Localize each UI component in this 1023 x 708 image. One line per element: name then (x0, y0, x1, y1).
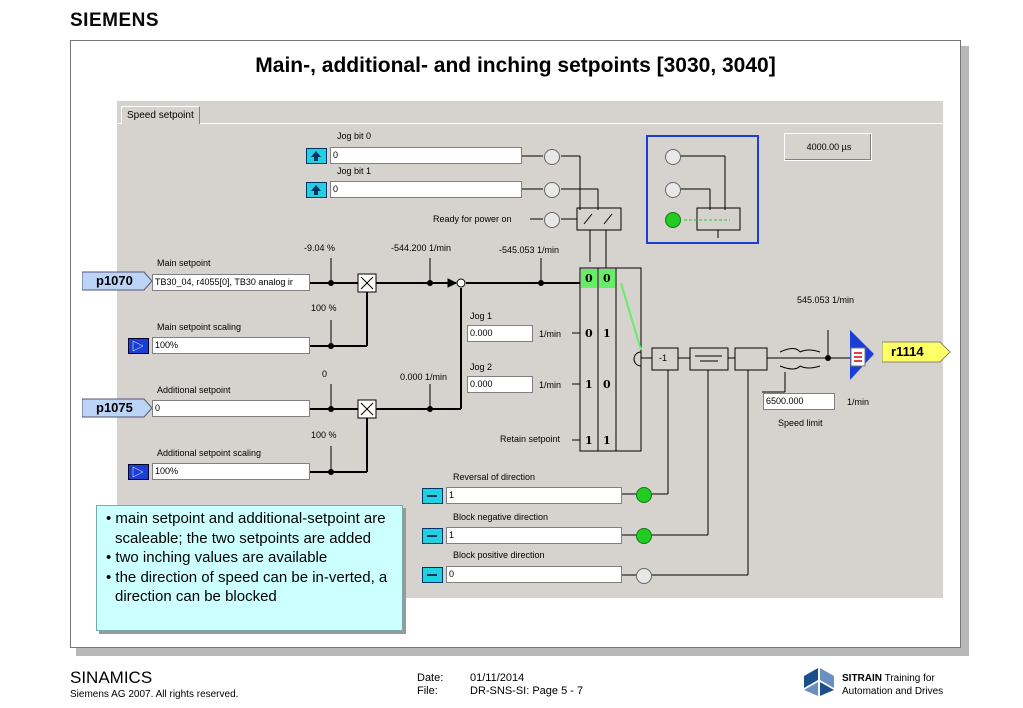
jog-bit1-lamp-icon (544, 182, 560, 198)
negate-block-label: -1 (659, 353, 668, 363)
footer-copyright: Siemens AG 2007. All rights reserved. (70, 689, 239, 700)
block-pos-lamp-icon (636, 568, 652, 584)
sitrain-brand: SITRAIN (842, 673, 882, 684)
footer-product: SINAMICS (70, 668, 153, 687)
legend-lamp-on-icon (665, 212, 681, 228)
sitrain-logo-icon (804, 668, 834, 696)
additional-scaling-label: Additional setpoint scaling (157, 448, 262, 458)
speed-limit-field[interactable]: 6500.000 (763, 393, 835, 410)
connector-input-icon[interactable] (128, 464, 150, 480)
jog-bit0-field[interactable]: 0 (330, 147, 522, 164)
p1070-tag: p1070 (82, 270, 153, 291)
legend-lamp-off-2-icon (665, 182, 681, 198)
main-setpoint-readout: -9.04 % (304, 243, 336, 253)
switch-bit-r1c1: 1 (603, 327, 611, 340)
switch-bit-r3c0: 1 (585, 434, 593, 447)
notes-box: • main setpoint and additional-setpoint … (96, 505, 403, 631)
switch-bit-r1c0: 0 (585, 327, 593, 340)
connector-input-icon[interactable] (128, 338, 150, 354)
footer-date-label: Date: (417, 672, 444, 684)
ready-for-power-on-label: Ready for power on (433, 214, 512, 224)
main-setpoint-field[interactable]: TB30_04, r4055[0], TB30 analog ir (152, 274, 310, 291)
jog1-label: Jog 1 (470, 311, 493, 321)
ready-lamp-icon (544, 212, 560, 228)
jog-bit1-field[interactable]: 0 (330, 181, 522, 198)
siemens-logo: SIEMENS (70, 10, 160, 31)
jog1-unit: 1/min (539, 329, 562, 339)
additional-rpm-readout: 0.000 1/min (400, 372, 448, 382)
jog-bit0-label: Jog bit 0 (337, 131, 372, 141)
sum-total-readout: -545.053 1/min (499, 245, 560, 255)
r1114-tag: r1114 (882, 340, 952, 363)
tab-divider (117, 123, 943, 124)
sampling-time-display: 4000.00 µs (784, 133, 872, 161)
block-neg-field[interactable]: 1 (446, 527, 622, 544)
binector-input-icon[interactable] (422, 528, 444, 544)
reversal-lamp-icon (636, 487, 652, 503)
reversal-field[interactable]: 1 (446, 487, 622, 504)
switch-bit-r0c0: 0 (585, 272, 593, 285)
jog2-label: Jog 2 (470, 362, 493, 372)
switch-bit-r2c1: 0 (603, 378, 611, 391)
switch-bit-r3c1: 1 (603, 434, 611, 447)
note-item: • the direction of speed can be in-verte… (106, 568, 388, 606)
footer-file-label: File: (417, 685, 438, 697)
main-setpoint-label: Main setpoint (157, 258, 211, 268)
additional-scaling-readout: 100 % (311, 430, 337, 440)
jog1-field[interactable]: 0.000 (467, 325, 533, 342)
additional-setpoint-field[interactable]: 0 (152, 400, 310, 417)
footer-file-value: DR-SNS-SI: Page 5 - 7 (470, 685, 584, 697)
block-neg-label: Block negative direction (453, 512, 549, 522)
main-scaling-field[interactable]: 100% (152, 337, 310, 354)
jog2-unit: 1/min (539, 380, 562, 390)
output-rpm-readout: 545.053 1/min (797, 295, 855, 305)
note-item: • main setpoint and additional-setpoint … (106, 510, 386, 547)
jog-bit1-label: Jog bit 1 (337, 166, 372, 176)
footer-date-value: 01/11/2014 (470, 672, 525, 684)
binector-input-icon[interactable] (306, 182, 328, 198)
sitrain-tagline: Training for (884, 673, 935, 684)
switch-bit-r0c1: 0 (603, 272, 611, 285)
legend-lamp-off-1-icon (665, 149, 681, 165)
speed-limit-label: Speed limit (778, 418, 823, 428)
additional-setpoint-readout: 0 (322, 369, 328, 379)
speed-limit-unit: 1/min (847, 397, 870, 407)
slide-title: Main-, additional- and inching setpoints… (255, 54, 776, 77)
jog2-field[interactable]: 0.000 (467, 376, 533, 393)
main-scaling-label: Main setpoint scaling (157, 322, 242, 332)
binector-input-icon[interactable] (306, 148, 328, 164)
binector-input-icon[interactable] (422, 488, 444, 504)
additional-scaling-field[interactable]: 100% (152, 463, 310, 480)
block-pos-label: Block positive direction (453, 550, 545, 560)
note-item: • two inching values are available (106, 549, 328, 566)
additional-setpoint-label: Additional setpoint (157, 385, 231, 395)
p1075-tag: p1075 (82, 397, 153, 418)
sum-main-readout: -544.200 1/min (391, 243, 452, 253)
binector-input-icon[interactable] (422, 567, 444, 583)
sitrain-text: SITRAIN Training for Automation and Driv… (842, 672, 943, 698)
p1070-tag-label: p1070 (96, 273, 133, 288)
sitrain-tagline-2: Automation and Drives (842, 686, 944, 697)
r1114-tag-label: r1114 (891, 344, 924, 359)
block-pos-field[interactable]: 0 (446, 566, 622, 583)
block-neg-lamp-icon (636, 528, 652, 544)
retain-setpoint-label: Retain setpoint (500, 434, 561, 444)
tab-speed-setpoint[interactable]: Speed setpoint (121, 106, 200, 124)
p1075-tag-label: p1075 (96, 400, 133, 415)
reversal-label: Reversal of direction (453, 472, 536, 482)
main-scaling-readout: 100 % (311, 303, 337, 313)
switch-bit-r2c0: 1 (585, 378, 593, 391)
jog-bit0-lamp-icon (544, 149, 560, 165)
